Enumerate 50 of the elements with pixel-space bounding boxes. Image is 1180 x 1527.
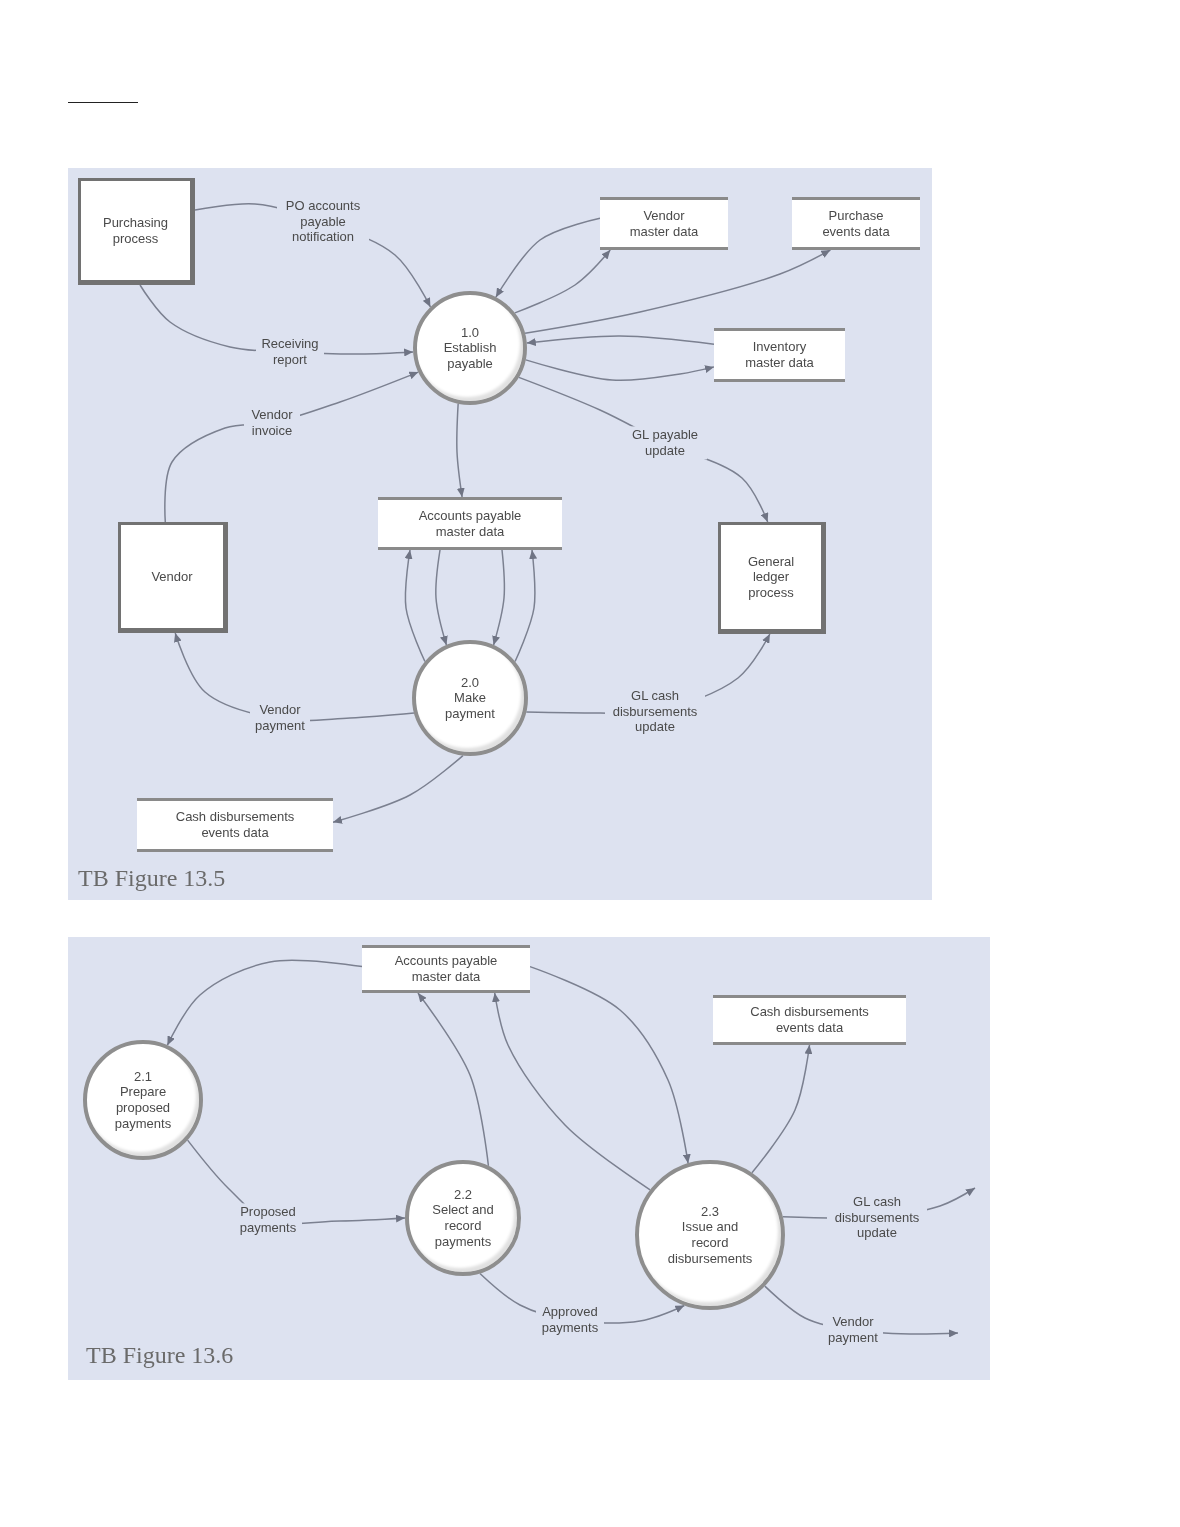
data-store [714, 328, 845, 382]
data-store-label: Inventory master data [744, 339, 815, 371]
process-label: Prepare proposed payments [113, 1084, 173, 1132]
data-flow-arrow [751, 1044, 813, 1174]
data-flow-arrow [492, 549, 506, 646]
data-store [378, 497, 562, 550]
entity-label: General ledger process [746, 553, 796, 601]
figure-caption: TB Figure 13.6 [86, 1342, 234, 1370]
data-store-label: Cash disbursements events data [749, 1004, 870, 1036]
data-store [600, 197, 728, 250]
process-label: Establish payable [442, 340, 498, 372]
data-store [137, 798, 333, 852]
data-flow-arrow [166, 959, 363, 1046]
data-flow-arrow [435, 549, 448, 646]
figure-caption: TB Figure 13.5 [78, 865, 226, 893]
process-number: 2.3 [700, 1203, 720, 1220]
process-number: 2.0 [460, 674, 480, 691]
data-flow-arrow [525, 359, 715, 382]
data-flow-arrow [332, 754, 464, 824]
data-flow-arrow [529, 965, 691, 1165]
data-flow-arrow [526, 335, 715, 346]
data-flow-arrow [514, 549, 538, 663]
data-store [713, 995, 906, 1045]
external-entity-box [118, 522, 228, 633]
data-store [362, 945, 530, 993]
process-number: 2.2 [453, 1186, 473, 1203]
entity-label: Purchasing process [101, 214, 169, 247]
process-number: 1.0 [460, 324, 480, 341]
process-label: Issue and record disbursements [666, 1219, 754, 1267]
data-flow-arrow [404, 549, 426, 663]
data-store-label: Accounts payable master data [417, 507, 523, 540]
process-label: Select and record payments [431, 1202, 495, 1250]
data-flow-arrow [456, 403, 465, 498]
data-flow-arrow [417, 992, 490, 1167]
data-store [792, 197, 920, 250]
figure-panel [68, 937, 990, 1380]
process-number: 2.1 [133, 1068, 153, 1085]
entity-label: Vendor [151, 568, 193, 585]
data-flow-arrow [495, 217, 601, 298]
data-flow-arrow [514, 249, 611, 314]
process-label: Make payment [444, 690, 496, 722]
external-entity-box [718, 522, 826, 634]
external-entity-box [78, 178, 195, 285]
data-store-label: Vendor master data [628, 207, 700, 240]
data-store-label: Purchase events data [821, 207, 891, 240]
data-store-label: Accounts payable master data [393, 953, 499, 985]
data-flow-arrow [524, 249, 832, 334]
data-store-label: Cash disbursements events data [174, 809, 296, 841]
data-flow-arrow [492, 992, 651, 1191]
figure-panel [68, 168, 932, 900]
